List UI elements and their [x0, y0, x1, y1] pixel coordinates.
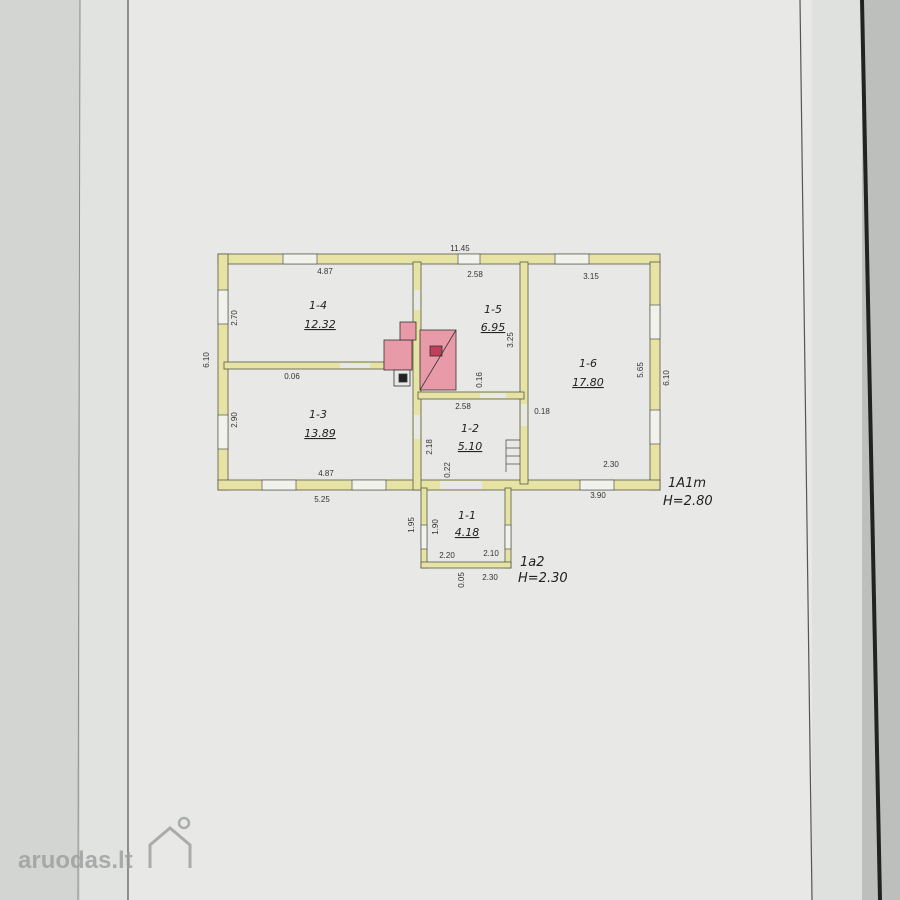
- window: [420, 524, 428, 550]
- room-area: 13.89: [304, 427, 336, 440]
- dim-label: 0.16: [475, 372, 484, 388]
- porch-label: 1a2: [520, 555, 545, 570]
- watermark-text: aruodas.lt: [18, 847, 133, 874]
- dim-label: 2.70: [230, 310, 239, 326]
- room-area: 4.18: [455, 526, 480, 539]
- room-area: 6.95: [481, 321, 506, 334]
- stove-body: [383, 339, 413, 371]
- wall-r15-r16: [519, 261, 529, 485]
- staircase: [505, 439, 520, 472]
- window: [261, 479, 297, 491]
- page-margin-right: [812, 0, 862, 900]
- dim-label: 1.90: [431, 519, 440, 535]
- dim-label: 2.10: [483, 549, 499, 558]
- stair-outline: [505, 439, 520, 472]
- walls: [217, 253, 661, 569]
- dim-label: 2.58: [467, 270, 483, 279]
- room-id: 1-3: [309, 408, 327, 421]
- window: [504, 524, 512, 550]
- room-area: 5.10: [458, 440, 483, 453]
- room-id: 1-6: [579, 357, 597, 370]
- watermark: aruodas.lt: [18, 816, 192, 874]
- dim-label: 5.25: [314, 495, 330, 504]
- house-logo-icon: [148, 826, 192, 868]
- dim-label: 6.10: [662, 370, 671, 386]
- room-area: 12.32: [304, 318, 336, 331]
- stove-diagonal: [419, 329, 457, 391]
- dim-label: 1.95: [407, 517, 416, 533]
- dim-label: 2.30: [603, 460, 619, 469]
- wall-r15-r12: [417, 391, 525, 400]
- dim-label: 0.05: [457, 572, 466, 588]
- building-label: 1A1m: [668, 476, 706, 491]
- porch-height: H=2.30: [518, 571, 568, 586]
- door: [414, 415, 420, 439]
- room-id: 1-1: [458, 509, 476, 522]
- window: [351, 479, 387, 491]
- door: [414, 290, 420, 310]
- stove-hob: [429, 345, 443, 357]
- building-height: H=2.80: [663, 494, 713, 509]
- openings: [217, 253, 661, 550]
- wall-right: [649, 261, 661, 491]
- page-fold: [77, 0, 81, 900]
- dim-label: 3.25: [506, 332, 515, 348]
- dim-label: 0.06: [284, 372, 300, 381]
- window: [217, 289, 229, 325]
- dim-label: 4.87: [318, 469, 334, 478]
- door: [480, 393, 506, 398]
- logo-circle-icon: [177, 816, 191, 830]
- room-id: 1-2: [461, 422, 479, 435]
- dim-label: 3.15: [583, 272, 599, 281]
- window: [649, 304, 661, 340]
- stove: [383, 321, 457, 391]
- window: [649, 409, 661, 445]
- porch-wall-bottom: [420, 561, 512, 569]
- window: [282, 253, 318, 265]
- dim-label: 4.87: [317, 267, 333, 276]
- window: [217, 414, 229, 450]
- page-border-right: [799, 0, 813, 900]
- dim-label: 2.90: [230, 412, 239, 428]
- wall-left: [217, 253, 229, 491]
- dim-label: 2.20: [439, 551, 455, 560]
- door: [521, 404, 527, 426]
- page-margin-left: [80, 0, 128, 900]
- stove-firebox: [398, 373, 408, 383]
- dim-label: 0.18: [534, 407, 550, 416]
- window: [457, 253, 481, 265]
- door: [440, 481, 482, 489]
- doors: [340, 290, 527, 489]
- door: [340, 363, 370, 368]
- room-id: 1-4: [309, 299, 327, 312]
- left-page-edge: [0, 0, 80, 900]
- room-id: 1-5: [484, 303, 502, 316]
- binder-shadow: [860, 0, 882, 900]
- page-sheet: [128, 0, 812, 900]
- dim-label: 6.10: [202, 352, 211, 368]
- binder-edge: [862, 0, 900, 900]
- stove-chimney: [399, 321, 417, 341]
- room-area: 17.80: [572, 376, 604, 389]
- window: [554, 253, 590, 265]
- window: [579, 479, 615, 491]
- dim-label: 2.58: [455, 402, 471, 411]
- dim-label: 2.30: [482, 573, 498, 582]
- dim-label: 3.90: [590, 491, 606, 500]
- dim-label: 0.22: [443, 462, 452, 478]
- dim-label: 5.65: [636, 362, 645, 378]
- dim-overall: 11.45: [450, 244, 470, 253]
- wall-bottom: [217, 479, 661, 491]
- dim-label: 2.18: [425, 439, 434, 455]
